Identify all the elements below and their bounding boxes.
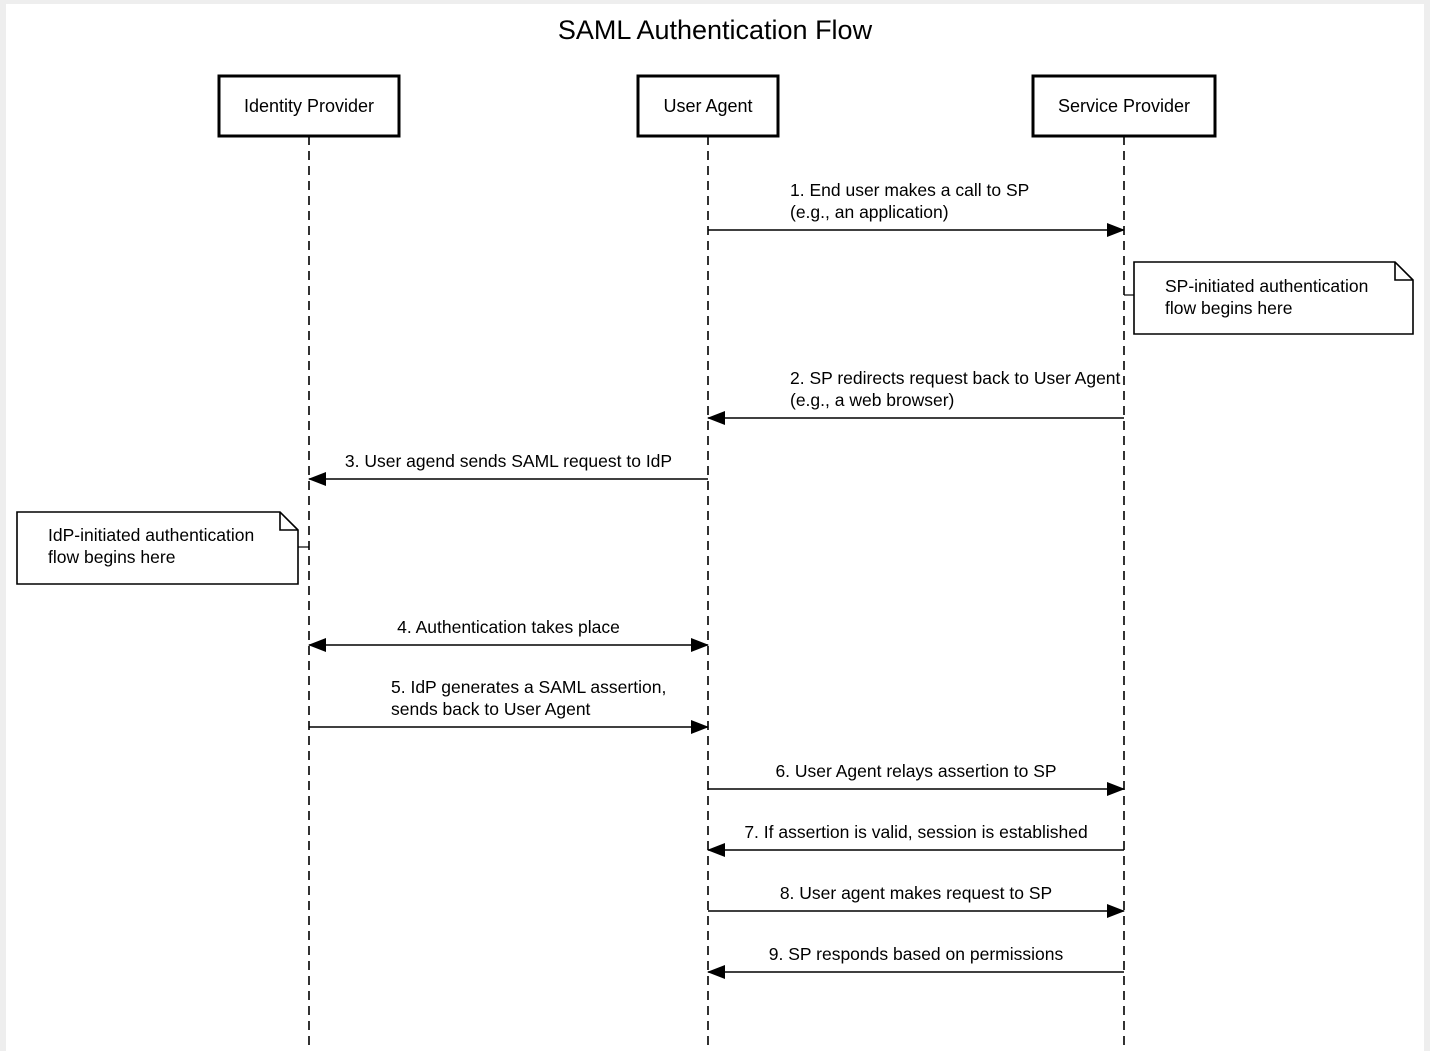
message-label-4: 4. Authentication takes place [397,617,620,637]
note-fold [279,512,298,531]
message-label-6: 6. User Agent relays assertion to SP [775,761,1056,781]
message-label-9: 9. SP responds based on permissions [769,944,1064,964]
note-body [1133,261,1414,335]
actor-box-idp [217,74,401,138]
actor-label-sp: Service Provider [1058,96,1190,116]
diagram-canvas: SAML Authentication Flow Identity Provid… [6,4,1424,1051]
message-label-5: 5. IdP generates a SAML assertion,sends … [391,677,666,719]
note-text-line: IdP-initiated authentication [48,525,254,545]
note-body [16,511,299,585]
message-label-line: sends back to User Agent [391,699,591,719]
message-label-1: 1. End user makes a call to SP(e.g., an … [790,180,1029,222]
message-label-line: 1. End user makes a call to SP [790,180,1029,200]
actor-box-ua [636,74,780,138]
note-fold [1394,262,1413,281]
message-label-7: 7. If assertion is valid, session is est… [744,822,1087,842]
actor-label-idp: Identity Provider [244,96,374,116]
message-label-line: 9. SP responds based on permissions [769,944,1064,964]
diagram-title: SAML Authentication Flow [558,15,873,45]
actor-label-ua: User Agent [663,96,752,116]
sequence-diagram: SAML Authentication Flow Identity Provid… [16,15,1414,1049]
message-label-line: (e.g., a web browser) [790,390,954,410]
message-label-8: 8. User agent makes request to SP [780,883,1052,903]
lifelines [308,136,1125,1049]
message-label-line: 7. If assertion is valid, session is est… [744,822,1087,842]
message-label-line: 3. User agend sends SAML request to IdP [345,451,672,471]
note-text-line: SP-initiated authentication [1165,276,1368,296]
message-label-line: 6. User Agent relays assertion to SP [775,761,1056,781]
actors: Identity Provider User Agent Service Provi… [217,74,1217,138]
note-text-line: flow begins here [1165,298,1292,318]
message-label-2: 2. SP redirects request back to User Age… [790,368,1121,410]
message-label-3: 3. User agend sends SAML request to IdP [345,451,672,471]
messages: 1. End user makes a call to SP(e.g., an … [308,180,1125,979]
actor-box-sp [1031,74,1217,138]
message-label-line: 4. Authentication takes place [397,617,620,637]
message-label-line: 8. User agent makes request to SP [780,883,1052,903]
message-label-line: 5. IdP generates a SAML assertion, [391,677,666,697]
message-label-line: (e.g., an application) [790,202,949,222]
note-text-line: flow begins here [48,547,175,567]
message-label-line: 2. SP redirects request back to User Age… [790,368,1121,388]
